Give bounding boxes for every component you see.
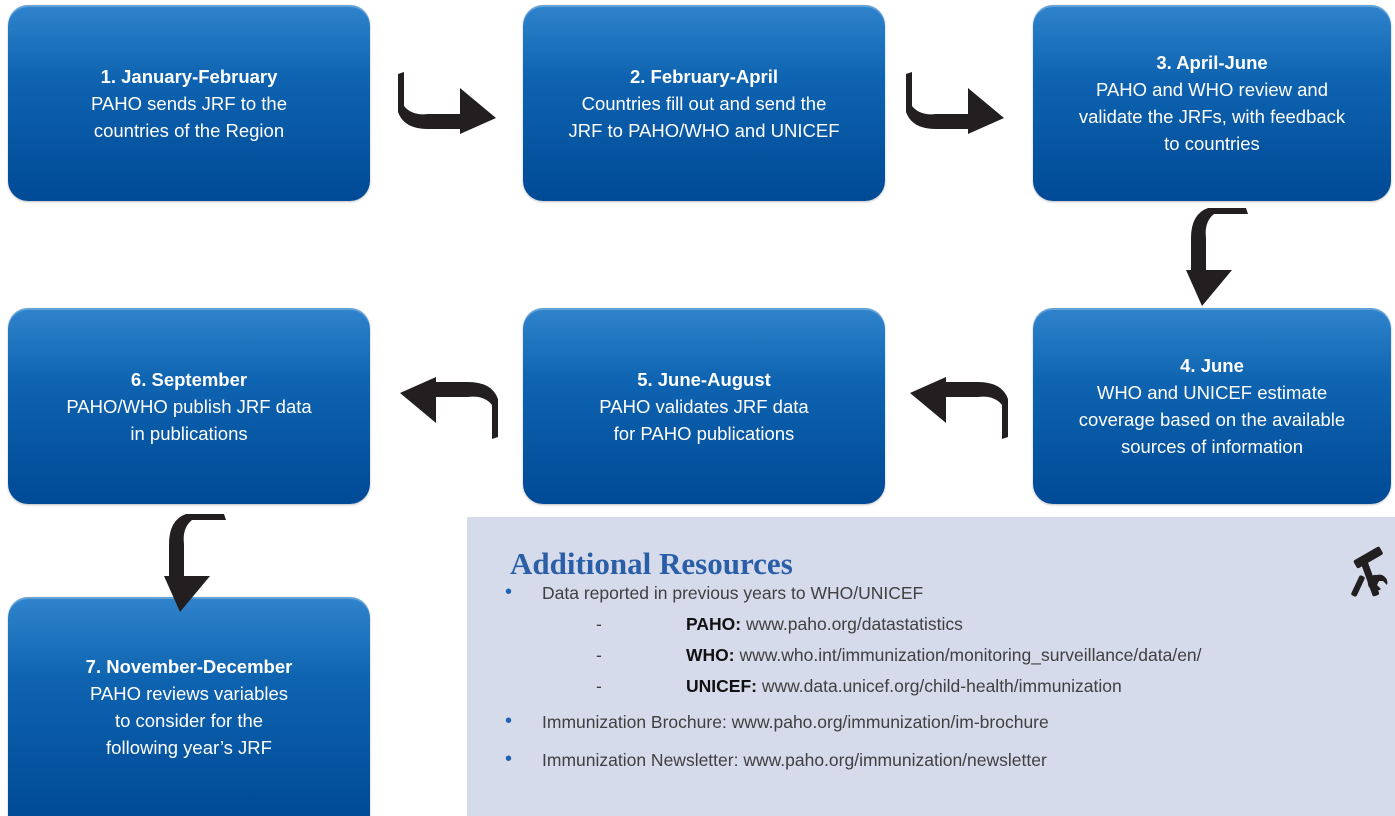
step-7-box: 7. November-December PAHO reviews variab… bbox=[8, 597, 370, 816]
step-3-line-3: to countries bbox=[1164, 133, 1260, 154]
step-5-box: 5. June-August PAHO validates JRF data f… bbox=[523, 308, 885, 504]
step-5-line-1: PAHO validates JRF data bbox=[599, 395, 809, 417]
resource-item-text[interactable]: Immunization Newsletter: www.paho.org/im… bbox=[542, 750, 1047, 770]
step-4-title: 4. June bbox=[1180, 355, 1244, 376]
step-3-line-1: PAHO and WHO review and bbox=[1095, 79, 1329, 100]
arrow-right-icon bbox=[906, 72, 1004, 134]
arrow-right-icon bbox=[398, 72, 496, 134]
additional-resources-panel: Additional Resources • Data reported in … bbox=[467, 517, 1395, 816]
step-7-line-3: following year’s JRF bbox=[106, 736, 272, 758]
step-4-line-3: sources of information bbox=[1120, 436, 1303, 457]
step-4-line-1: WHO and UNICEF estimate bbox=[1096, 382, 1328, 403]
step-3-box: 3. April-June PAHO and WHO review and va… bbox=[1033, 5, 1391, 201]
step-2-line-1: Countries fill out and send the bbox=[581, 92, 827, 114]
step-6-box: 6. September PAHO/WHO publish JRF data i… bbox=[8, 308, 370, 504]
step-3-line-2: validate the JRFs, with feedback bbox=[1078, 106, 1346, 127]
step-6-title: 6. September bbox=[130, 368, 248, 390]
resource-link[interactable]: www.paho.org/datastatistics bbox=[745, 614, 963, 634]
resource-item-text: Data reported in previous years to WHO/U… bbox=[542, 583, 924, 603]
resource-link[interactable]: www.data.unicef.org/child-health/immuniz… bbox=[761, 676, 1122, 696]
arrow-left-icon bbox=[400, 377, 498, 439]
arrow-down-icon bbox=[1186, 208, 1248, 306]
step-1-title: 1. January-February bbox=[100, 65, 278, 87]
resource-item-text[interactable]: Immunization Brochure: www.paho.org/immu… bbox=[542, 712, 1049, 732]
step-7-line-2: to consider for the bbox=[114, 709, 264, 731]
arrow-left-icon bbox=[910, 377, 1008, 439]
step-1-box: 1. January-February PAHO sends JRF to th… bbox=[8, 5, 370, 201]
step-6-line-2: in publications bbox=[130, 422, 248, 444]
resource-label: UNICEF: bbox=[686, 676, 757, 696]
step-1-line-1: PAHO sends JRF to the bbox=[90, 92, 288, 114]
step-2-title: 2. February-April bbox=[629, 65, 779, 87]
step-2-line-2: JRF to PAHO/WHO and UNICEF bbox=[568, 119, 840, 141]
tools-icon bbox=[1351, 546, 1388, 597]
step-6-line-1: PAHO/WHO publish JRF data bbox=[66, 395, 312, 417]
resource-label: PAHO: bbox=[686, 614, 742, 634]
step-7-line-1: PAHO reviews variables bbox=[89, 682, 289, 704]
step-3-title: 3. April-June bbox=[1156, 52, 1268, 73]
step-5-title: 5. June-August bbox=[637, 368, 771, 390]
resource-label: WHO: bbox=[686, 645, 735, 665]
step-7-title: 7. November-December bbox=[85, 655, 293, 677]
step-2-box: 2. February-April Countries fill out and… bbox=[523, 5, 885, 201]
resource-link[interactable]: www.who.int/immunization/monitoring_surv… bbox=[739, 645, 1202, 665]
step-4-line-2: coverage based on the available bbox=[1078, 409, 1346, 430]
step-4-box: 4. June WHO and UNICEF estimate coverage… bbox=[1033, 308, 1391, 504]
step-1-line-2: countries of the Region bbox=[93, 119, 285, 141]
step-5-line-2: for PAHO publications bbox=[613, 422, 795, 444]
resources-heading: Additional Resources bbox=[510, 546, 793, 581]
arrow-down-icon bbox=[164, 514, 226, 612]
